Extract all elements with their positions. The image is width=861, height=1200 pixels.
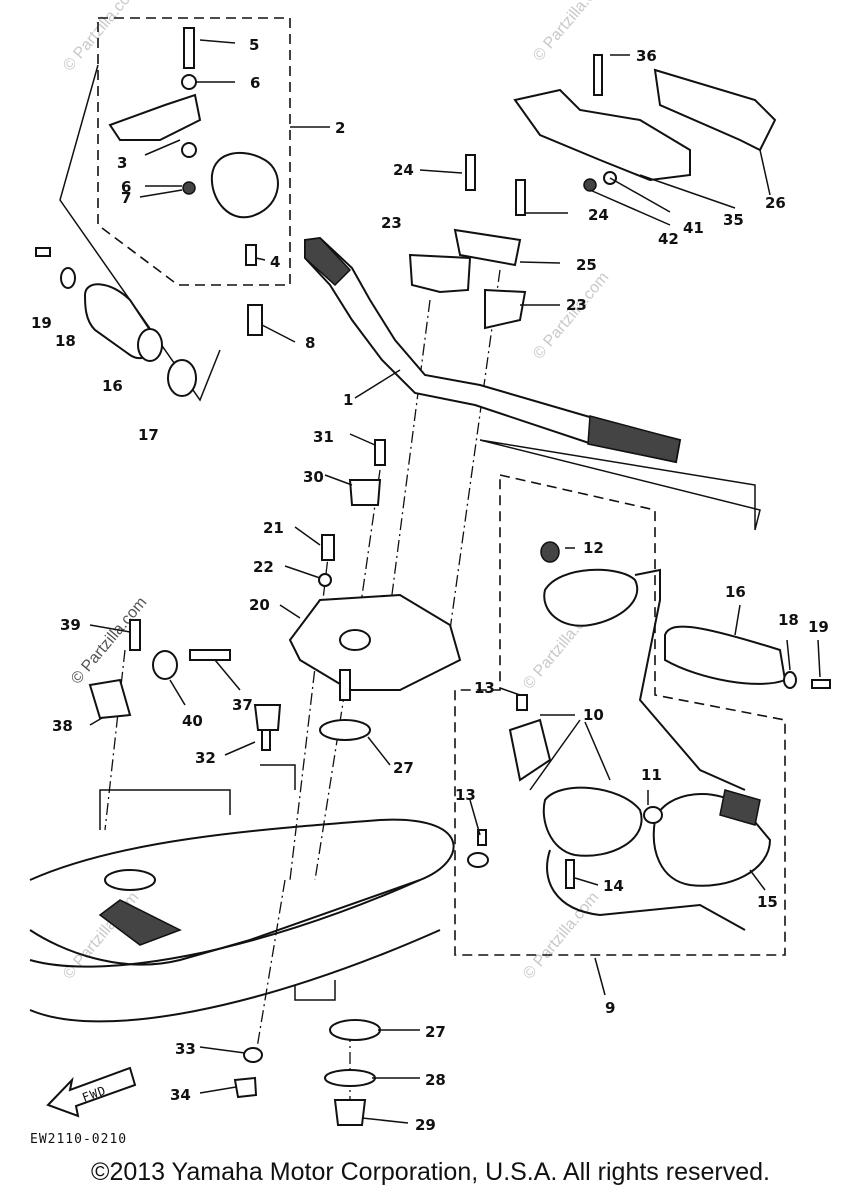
- callout-13b: 13: [455, 786, 476, 804]
- callout-30: 30: [303, 468, 324, 486]
- right-switch-assembly: [467, 541, 831, 931]
- fwd-arrow: FWD: [46, 1066, 137, 1118]
- callout-24: 24: [393, 161, 414, 179]
- callout-42: 42: [658, 230, 679, 248]
- copyright-notice: ©2013 Yamaha Motor Corporation, U.S.A. A…: [91, 1158, 770, 1186]
- group-box-2: [97, 17, 291, 286]
- holder-plate: [288, 439, 462, 741]
- group-box-9: [454, 474, 786, 956]
- callout-6: 6: [250, 74, 260, 92]
- callout-33: 33: [175, 1040, 196, 1058]
- callout-23b: 23: [566, 296, 587, 314]
- callout-23: 23: [381, 214, 402, 232]
- left-grip-parts: [35, 247, 197, 397]
- callout-35: 35: [723, 211, 744, 229]
- callout-20: 20: [249, 596, 270, 614]
- watermark: © Partzilla.com: [530, 269, 612, 363]
- callout-18b: 18: [778, 611, 799, 629]
- callout-34: 34: [170, 1086, 191, 1104]
- callout-labels: 1 2 3 4 5 6 6 7 8 9 10 11 12 13 13 14 15…: [31, 36, 829, 1134]
- callout-27b: 27: [425, 1023, 446, 1041]
- callout-25: 25: [576, 256, 597, 274]
- callout-18: 18: [55, 332, 76, 350]
- callout-17: 17: [138, 426, 159, 444]
- callout-19b: 19: [808, 618, 829, 636]
- leader-lines: [59, 64, 761, 1110]
- callout-28: 28: [425, 1071, 446, 1089]
- callout-40: 40: [182, 712, 203, 730]
- callout-37: 37: [232, 696, 253, 714]
- callout-11: 11: [641, 766, 662, 784]
- callout-1: 1: [343, 391, 353, 409]
- callout-2: 2: [335, 119, 345, 137]
- callout-26: 26: [765, 194, 786, 212]
- callout-29: 29: [415, 1116, 436, 1134]
- lower-mount-parts: [233, 1019, 381, 1126]
- callout-12: 12: [583, 539, 604, 557]
- callout-24b: 24: [588, 206, 609, 224]
- callout-22: 22: [253, 558, 274, 576]
- handlebar: [304, 236, 682, 464]
- callout-8: 8: [305, 334, 315, 352]
- drawing-code: EW2110-0210: [30, 1132, 127, 1147]
- callout-19: 19: [31, 314, 52, 332]
- callout-39: 39: [60, 616, 81, 634]
- callout-21: 21: [263, 519, 284, 537]
- callout-32: 32: [195, 749, 216, 767]
- callout-16: 16: [102, 377, 123, 395]
- callout-41: 41: [683, 219, 704, 237]
- watermarks: © Partzilla.com © Partzilla.com © Partzi…: [60, 0, 612, 983]
- callout-14: 14: [603, 877, 624, 895]
- left-switch-assembly: [108, 27, 279, 336]
- exploded-view: © Partzilla.com © Partzilla.com © Partzi…: [29, 0, 831, 1147]
- callout-10: 10: [583, 706, 604, 724]
- callout-6b: 6: [121, 178, 131, 196]
- upper-holder-parts: [408, 54, 777, 330]
- callout-38: 38: [52, 717, 73, 735]
- callout-15: 15: [757, 893, 778, 911]
- callout-31: 31: [313, 428, 334, 446]
- callout-4: 4: [270, 253, 280, 271]
- callout-leaders: [89, 39, 821, 1124]
- left-lower-parts: [88, 619, 282, 751]
- callout-13: 13: [474, 679, 495, 697]
- deck-panel: [29, 818, 455, 1023]
- callout-3: 3: [117, 154, 127, 172]
- callout-5: 5: [249, 36, 259, 54]
- callout-27: 27: [393, 759, 414, 777]
- callout-7: 7: [121, 189, 131, 207]
- watermark: © Partzilla.com: [520, 889, 602, 983]
- watermark: © Partzilla.com: [60, 0, 142, 75]
- callout-16b: 16: [725, 583, 746, 601]
- callout-36: 36: [636, 47, 657, 65]
- callout-9: 9: [605, 999, 615, 1017]
